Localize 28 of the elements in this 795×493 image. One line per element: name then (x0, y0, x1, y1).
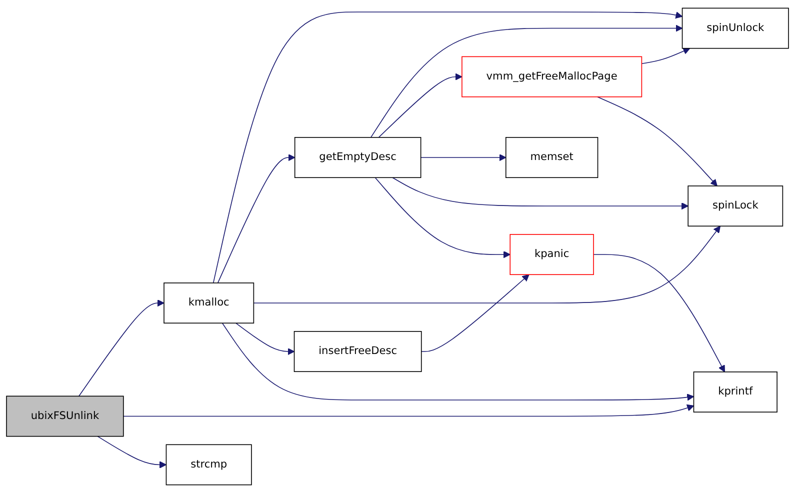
arrow (420, 154, 506, 162)
arrow (123, 404, 694, 417)
arrow (78, 299, 164, 397)
node-box: strcmp (166, 444, 252, 486)
arrow (212, 12, 683, 284)
arrow (222, 322, 694, 401)
node-box: insertFreeDesc (294, 331, 422, 372)
node-box: vmm_getFreeMallocPage (462, 56, 642, 98)
node-box: kprintf (693, 372, 778, 412)
node-box: kmalloc (164, 282, 254, 324)
arrow (597, 96, 718, 186)
arrow (370, 24, 683, 138)
node-box: spinLock (688, 186, 784, 226)
arrow (641, 48, 690, 64)
arrow (593, 254, 725, 372)
arrow (378, 73, 462, 138)
arrow (420, 274, 530, 352)
node-box: ubixFSUnlink (6, 396, 124, 437)
arrow (217, 154, 296, 284)
arrow (235, 322, 295, 356)
arrow (392, 177, 688, 210)
node-box: spinUnlock (682, 8, 789, 49)
arrow (97, 436, 167, 468)
node-box: kpanic (510, 234, 594, 275)
arrow (374, 177, 510, 258)
node-box: memset (505, 137, 598, 178)
arrow (253, 226, 720, 304)
node-box: getEmptyDesc (294, 137, 422, 178)
